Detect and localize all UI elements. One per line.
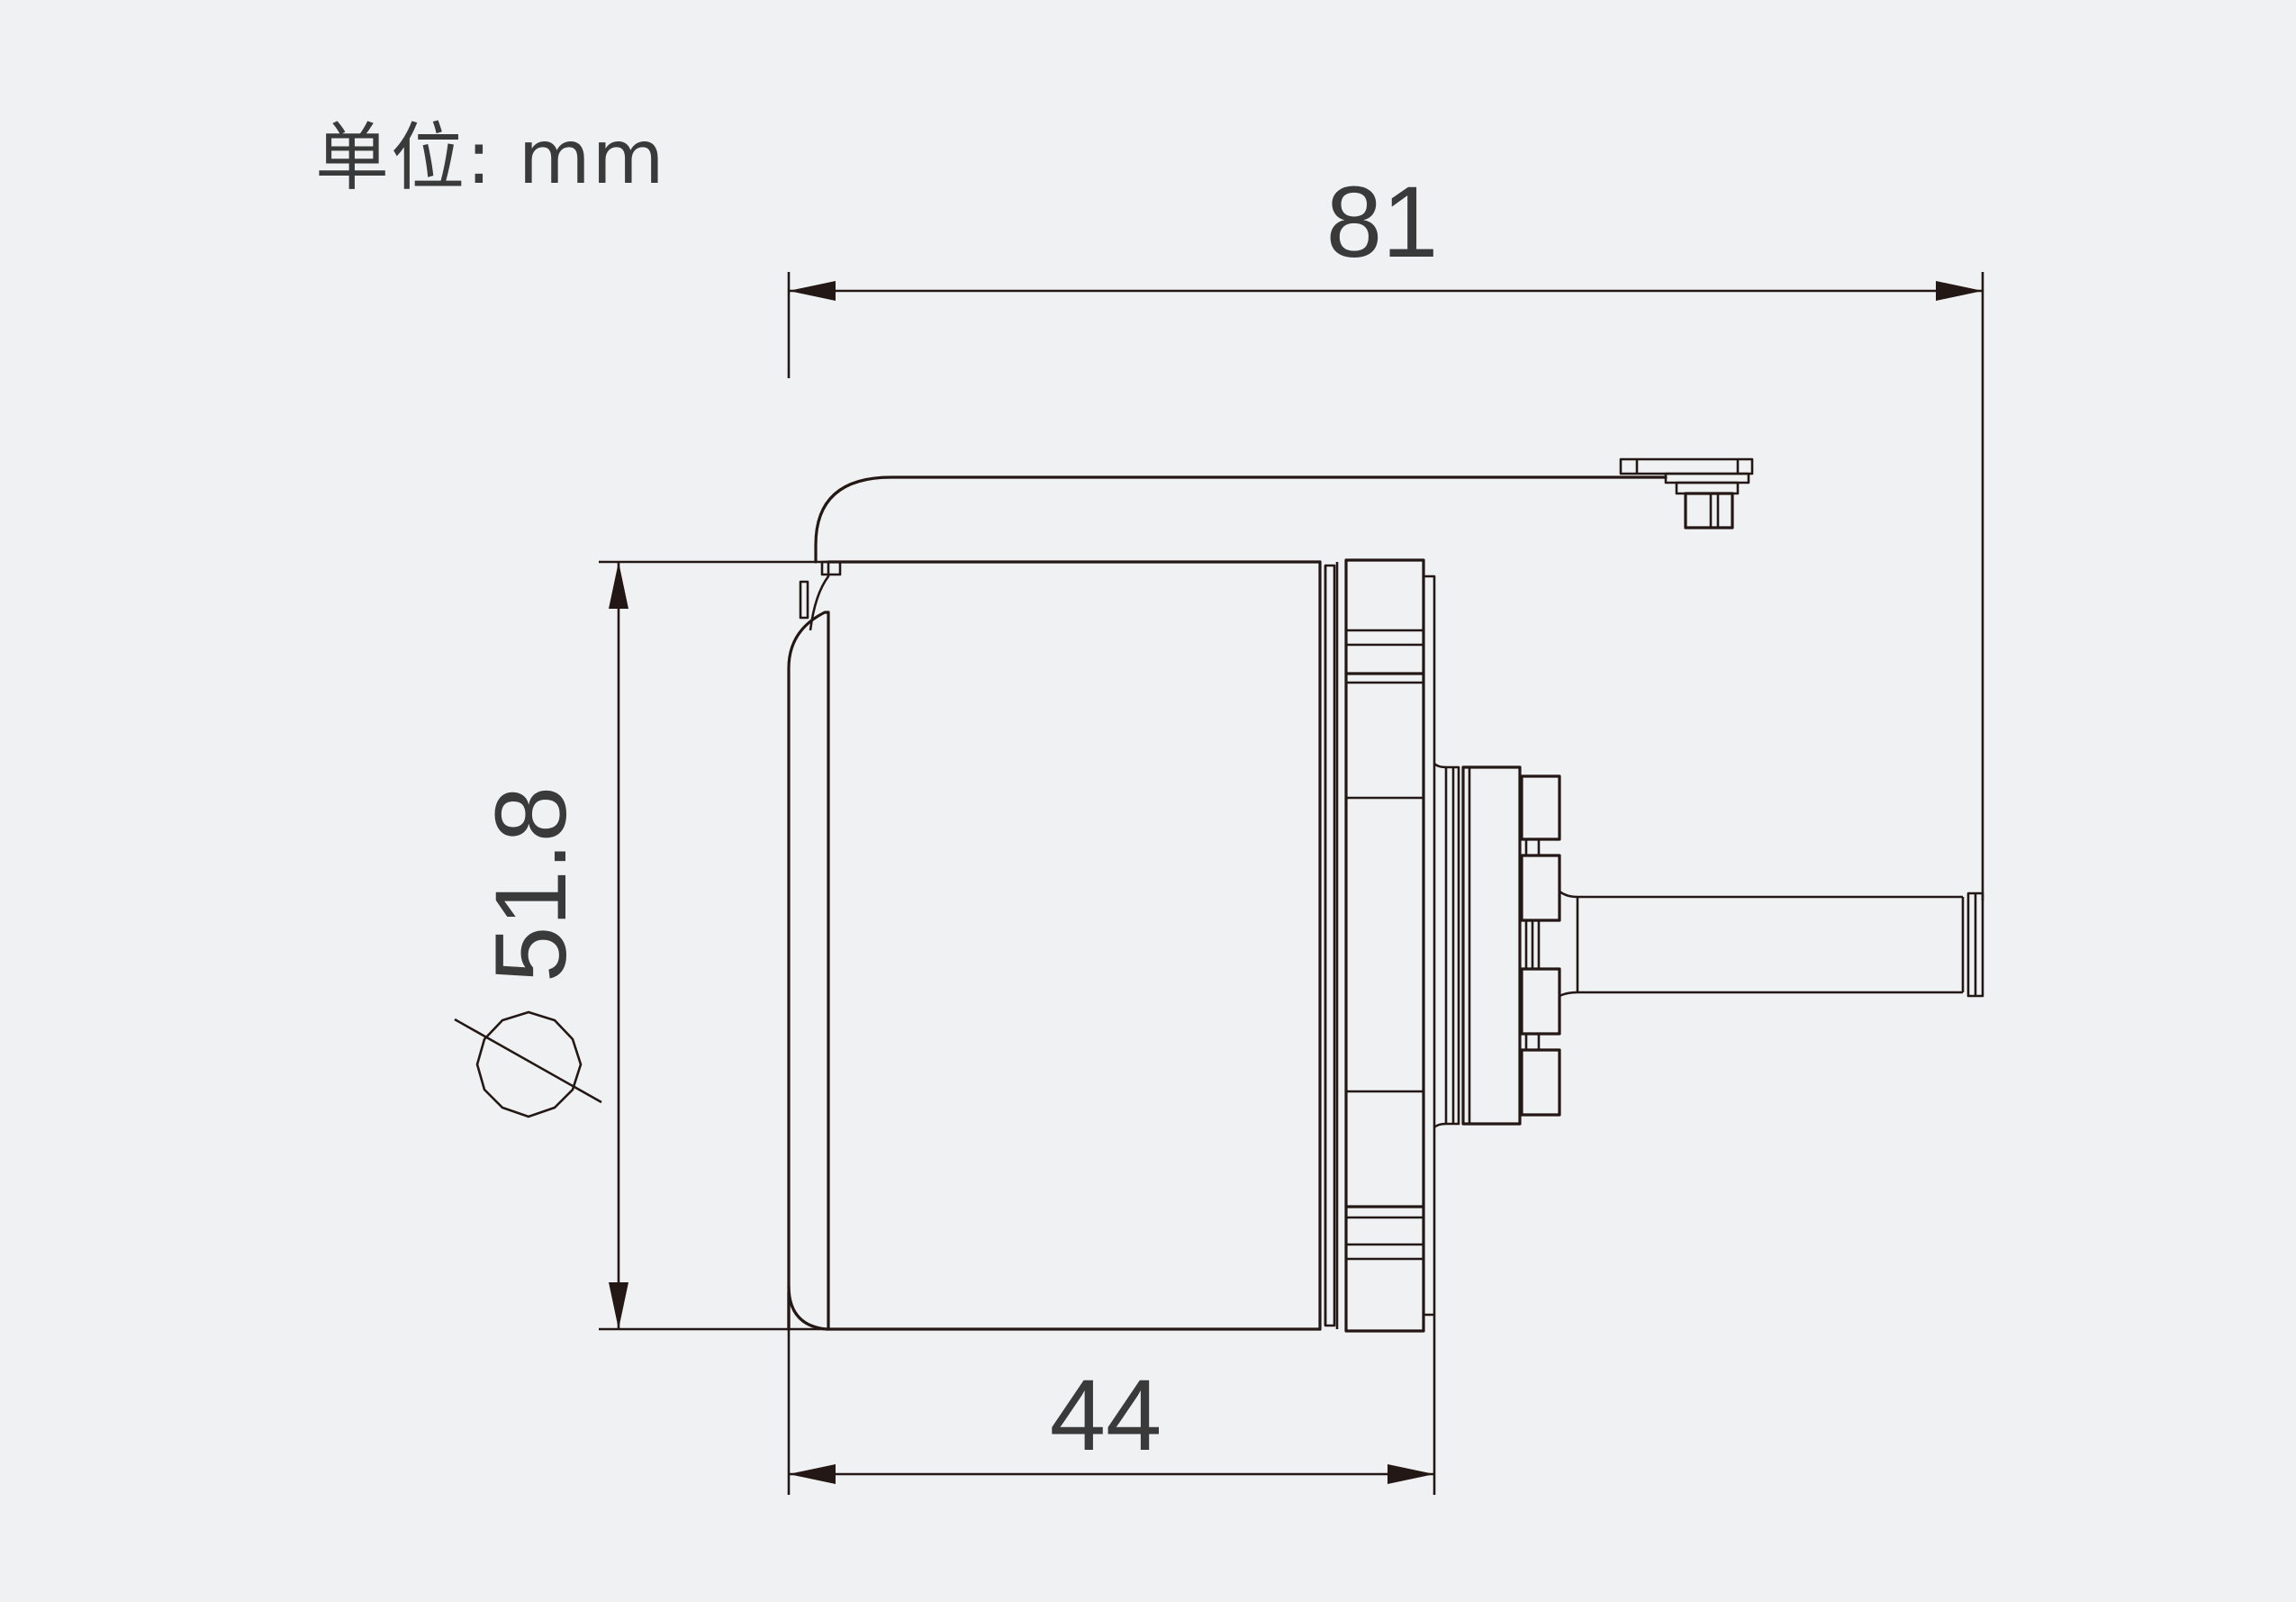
- flange: [1324, 558, 1436, 1333]
- part-outline: [787, 457, 1984, 1333]
- arrow-left-44: [789, 1464, 836, 1484]
- overall-length-value: 81: [1326, 166, 1439, 278]
- cable-connector: [1619, 457, 1754, 529]
- body-length-dimension: 44: [787, 1315, 1436, 1495]
- body-length-value: 44: [1050, 1359, 1162, 1471]
- arrow-bottom-diameter: [609, 1282, 628, 1329]
- shaft: [1559, 890, 1984, 998]
- main-body: [787, 475, 1668, 1331]
- units-label: 单位: mm: [315, 115, 666, 201]
- arrow-right-44: [1388, 1464, 1434, 1484]
- diameter-symbol-icon: [454, 1010, 602, 1118]
- arrow-left-81: [789, 281, 836, 301]
- overall-length-dimension: 81: [787, 166, 1984, 901]
- diameter-value: 51.8: [475, 786, 587, 982]
- bolts: [1520, 774, 1561, 1117]
- arrow-right-81: [1936, 281, 1983, 301]
- arrow-top-diameter: [609, 562, 628, 609]
- hub: [1433, 763, 1522, 1128]
- diameter-dimension: 51.8: [454, 560, 1320, 1331]
